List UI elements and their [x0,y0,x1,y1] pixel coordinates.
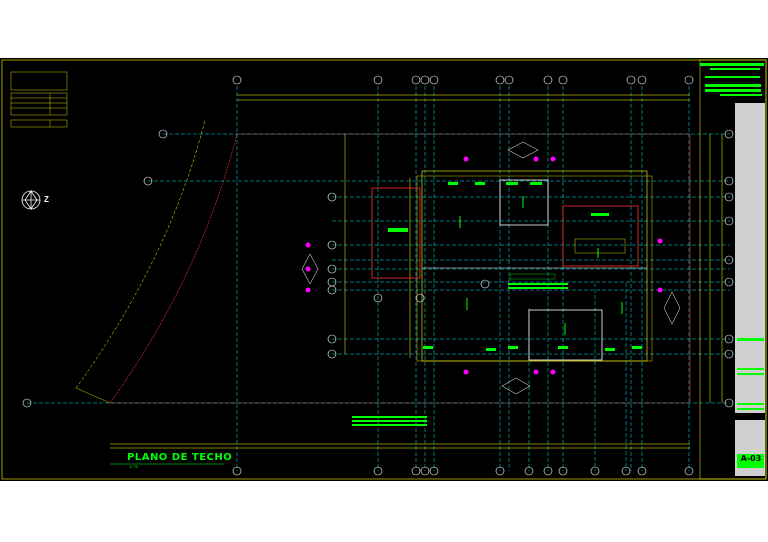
floor-plan-svg [1,59,767,480]
grid-axes-vertical [236,86,690,471]
building-outline [371,170,653,362]
annotation-marks [352,182,642,426]
dimension-line [75,387,111,404]
cad-drawing-sheet: PLANO DE TECHO 1/ 75 Z A-03 [0,58,768,481]
grid-bubble-icon [22,75,734,476]
section-marker-icon [305,156,663,375]
sheet-number: A-03 [740,454,762,463]
info-block [10,71,68,128]
north-label: Z [44,195,49,204]
title-block [699,59,767,480]
north-arrow-icon [21,190,41,210]
dimension-chains [110,94,723,449]
plan-title: PLANO DE TECHO [127,452,233,463]
grid-axes-horizontal [27,133,730,404]
curved-dimension [75,119,206,389]
plan-scale: 1/ 75 [129,464,138,469]
lot-boundary [109,133,691,404]
elevation-markers [301,141,681,395]
roof-drain-icon [459,196,623,335]
